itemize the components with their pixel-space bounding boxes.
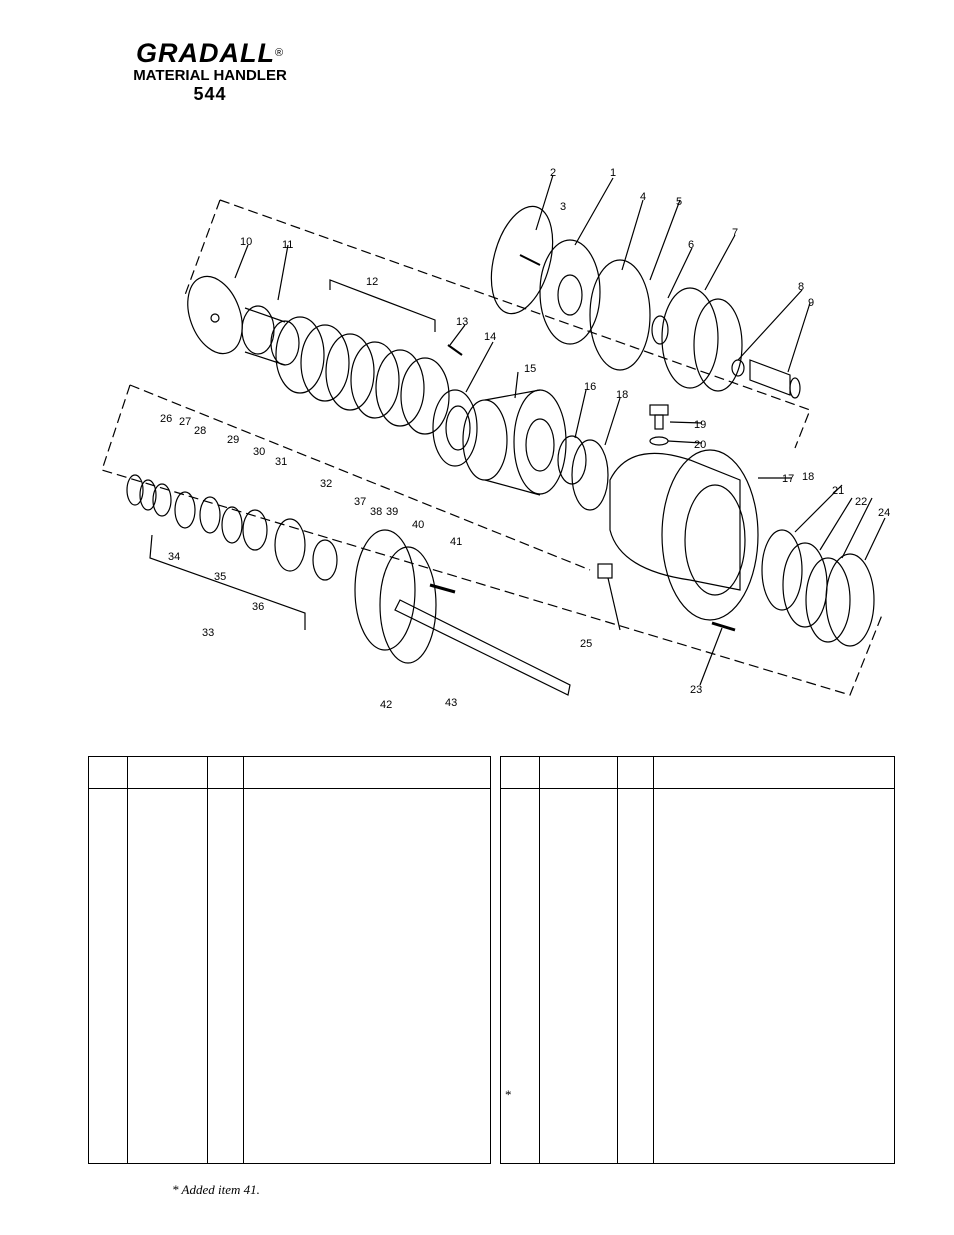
callout-3: 3 <box>560 201 566 213</box>
callout-35: 35 <box>214 571 226 583</box>
part-21-shape <box>782 542 828 628</box>
part-40-shape <box>354 529 416 651</box>
subtitle: MATERIAL HANDLER <box>133 67 287 84</box>
callout-34: 34 <box>168 551 180 563</box>
part-29-shape <box>199 496 221 534</box>
callout-11: 11 <box>282 239 293 251</box>
part-8-shape <box>731 359 745 377</box>
callout-4: 4 <box>640 191 646 203</box>
callout-36: 36 <box>252 601 264 613</box>
gradall-logo: GRADALL® <box>110 38 310 68</box>
callout-26: 26 <box>160 413 172 425</box>
callout-22: 22 <box>855 496 867 508</box>
part-24-shape <box>825 553 875 647</box>
callout-16: 16 <box>584 381 596 393</box>
callout-32: 32 <box>320 478 332 490</box>
callout-18b: 18 <box>802 471 814 483</box>
callout-2: 2 <box>550 167 556 179</box>
callout-21: 21 <box>832 485 844 497</box>
callout-25: 25 <box>580 638 592 650</box>
part-17-shape <box>609 449 759 621</box>
table-header-rule <box>501 788 894 789</box>
model-number: 544 <box>193 84 227 104</box>
callout-10: 10 <box>240 236 252 248</box>
registered-mark: ® <box>274 47 285 59</box>
brand-header: GRADALL® MATERIAL HANDLER 544 <box>110 38 310 104</box>
part-32-shape <box>274 518 306 572</box>
part-18b-shape <box>761 529 803 611</box>
part-1-shape <box>539 239 601 345</box>
callout-1: 1 <box>610 167 616 179</box>
callout-43: 43 <box>445 697 457 709</box>
part-15-shape <box>462 389 567 496</box>
callout-42: 42 <box>380 699 392 711</box>
logo-text: GRADALL <box>135 38 275 68</box>
callout-12: 12 <box>366 276 378 288</box>
part-41-shape <box>429 583 456 594</box>
part-37-shape <box>312 539 338 581</box>
part-31-shape <box>242 509 268 551</box>
part-12-bracket <box>329 279 436 332</box>
part-42-shape <box>379 546 437 664</box>
callout-31: 31 <box>275 456 287 468</box>
part-26-shape <box>126 474 144 506</box>
callout-39: 39 <box>386 506 398 518</box>
group-boundary-lower <box>101 384 883 696</box>
part-34-shape <box>174 491 196 529</box>
callout-19: 19 <box>694 419 706 431</box>
part-7-shape <box>661 287 743 392</box>
callout-labels: 1 2 3 4 5 6 7 8 9 10 11 12 13 14 15 16 1… <box>160 167 890 711</box>
callout-5: 5 <box>676 196 682 208</box>
group-boundary-upper <box>219 199 811 449</box>
callout-13: 13 <box>456 316 468 328</box>
part-18a-shape <box>571 439 609 511</box>
callout-20: 20 <box>694 439 706 451</box>
part-43-shape <box>394 599 571 696</box>
callout-17: 17 <box>782 473 794 485</box>
parts-table-right: * <box>500 756 895 1164</box>
part-10-shape <box>187 275 243 355</box>
callout-29: 29 <box>227 434 239 446</box>
callout-18a: 18 <box>616 389 628 401</box>
table-header-rule <box>89 788 490 789</box>
part-5-shape <box>589 259 651 371</box>
part-30-shape <box>221 506 243 544</box>
parts-table-left <box>88 756 491 1164</box>
callout-27: 27 <box>179 416 191 428</box>
footnote: * Added item 41. <box>172 1182 260 1197</box>
asterisk-mark: * <box>505 1087 512 1102</box>
part-33-bracket <box>149 534 306 630</box>
part-6-shape <box>651 315 669 345</box>
exploded-parts-diagram: 1 2 3 4 5 6 7 8 9 10 11 12 13 14 15 16 1… <box>101 167 890 711</box>
callout-41: 41 <box>450 536 462 548</box>
callout-30: 30 <box>253 446 265 458</box>
part-2-shape <box>490 205 554 315</box>
part-11-shape <box>241 305 300 366</box>
callout-14: 14 <box>484 331 496 343</box>
callout-15: 15 <box>524 363 536 375</box>
callout-38: 38 <box>370 506 382 518</box>
part-14-shape <box>432 389 478 467</box>
callout-40: 40 <box>412 519 424 531</box>
callout-7: 7 <box>732 227 738 239</box>
part-12-shape <box>275 316 450 435</box>
callout-8: 8 <box>798 281 804 293</box>
callout-9: 9 <box>808 297 814 309</box>
part-9-shape <box>749 359 801 399</box>
callout-6: 6 <box>688 239 694 251</box>
callout-33: 33 <box>202 627 214 639</box>
part-27-shape <box>139 479 157 511</box>
part-28-shape <box>152 483 172 517</box>
callout-24: 24 <box>878 507 890 519</box>
part-22-shape <box>805 557 851 643</box>
callout-23: 23 <box>690 684 702 696</box>
callout-37: 37 <box>354 496 366 508</box>
callout-28: 28 <box>194 425 206 437</box>
